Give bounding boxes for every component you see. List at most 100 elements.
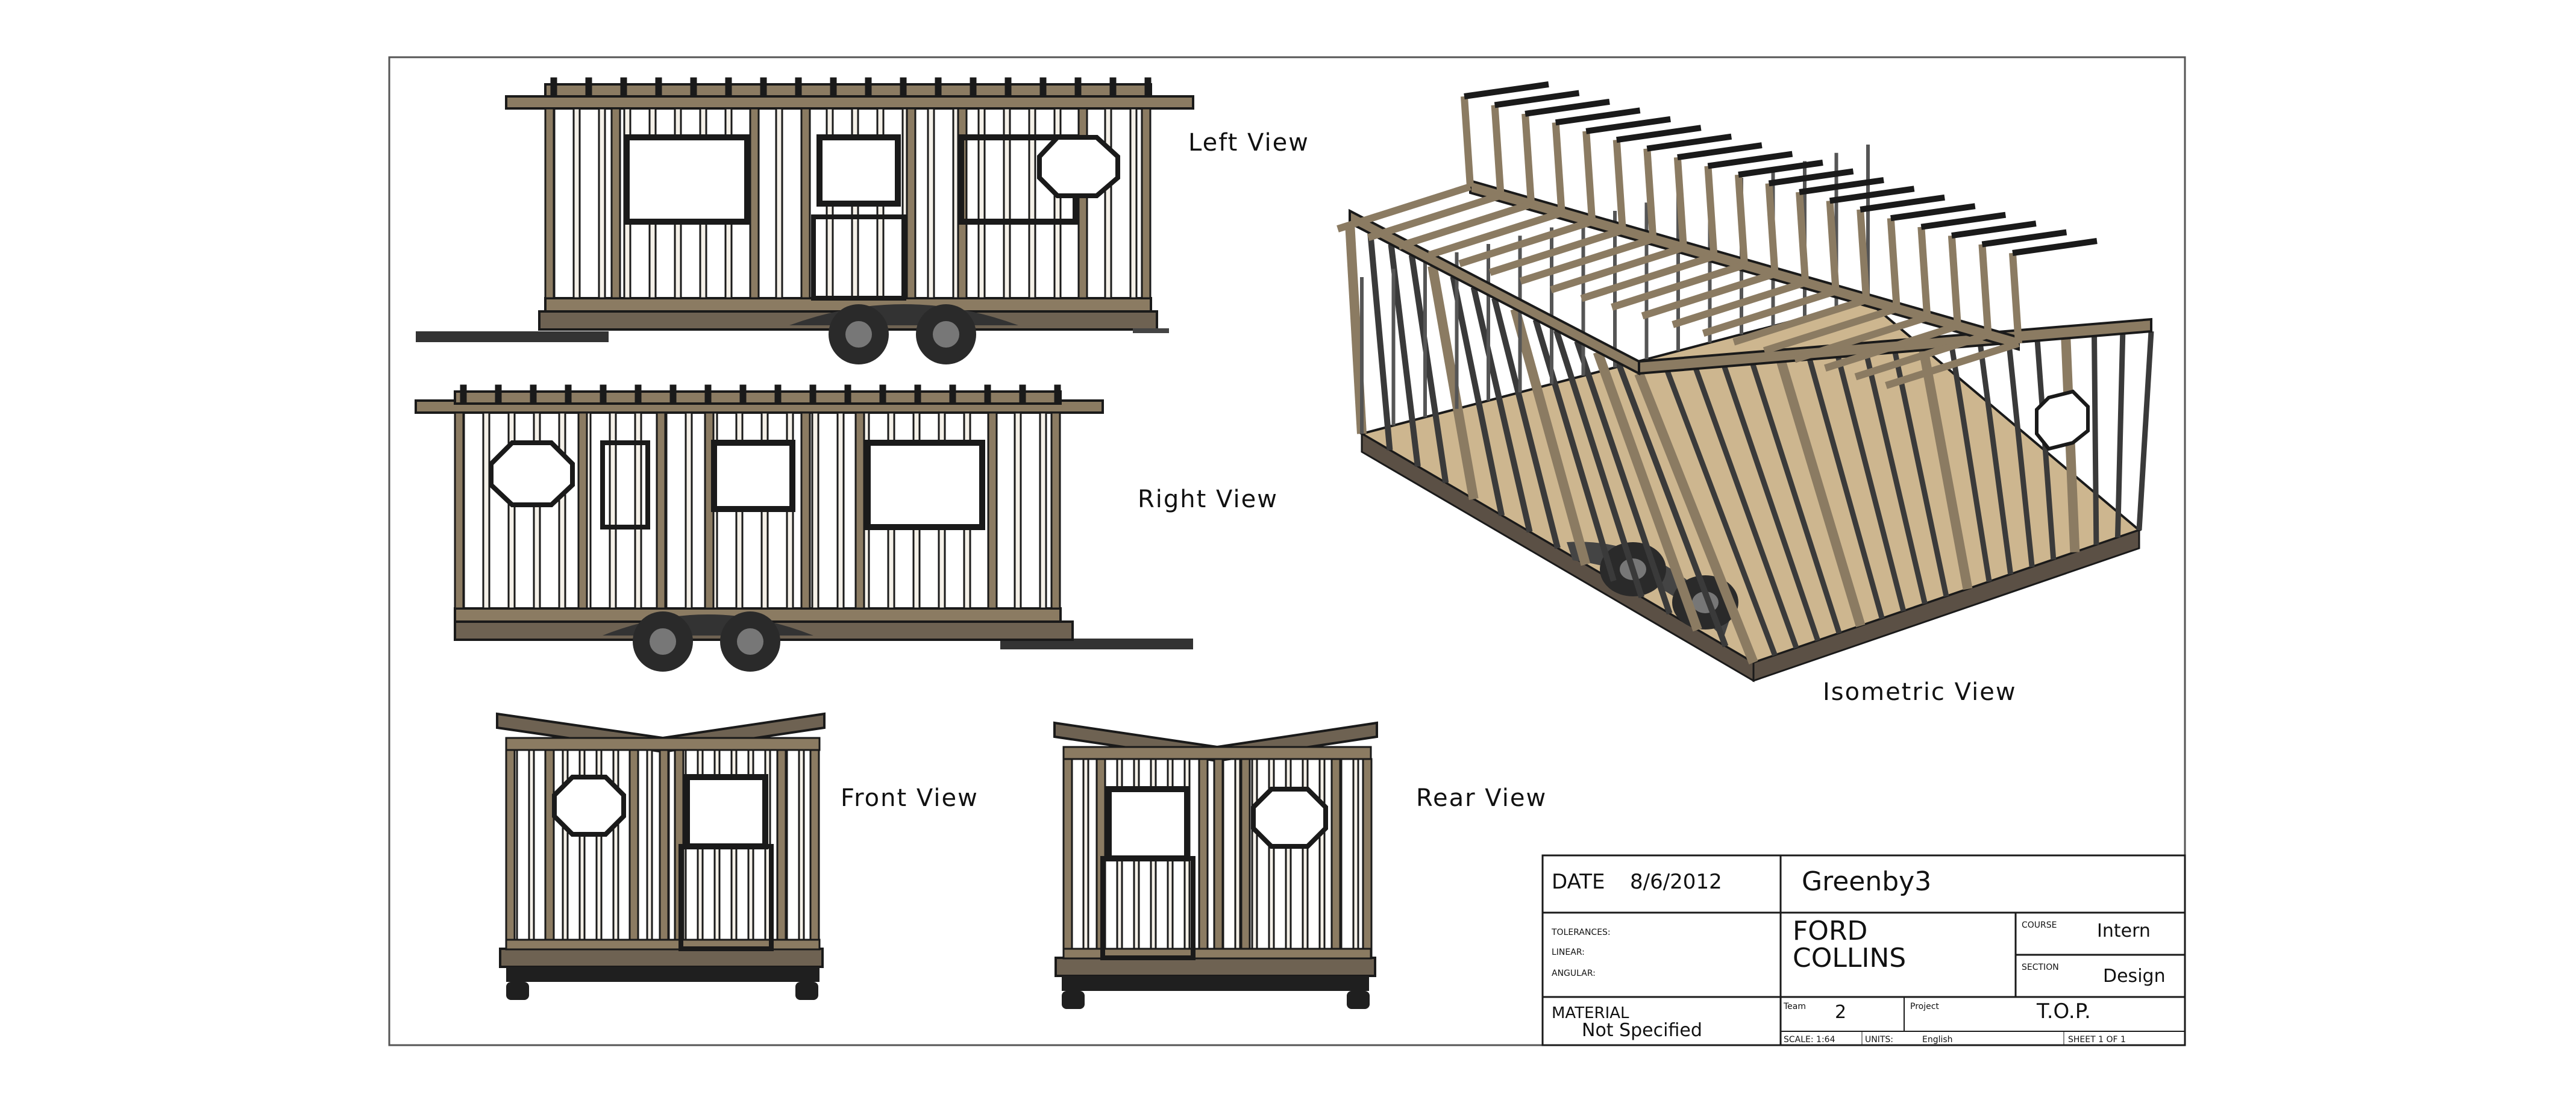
framing-member bbox=[1053, 107, 1062, 299]
material-value: Not Specified bbox=[1582, 1020, 1702, 1041]
framing-member bbox=[572, 107, 581, 299]
project-label: Project bbox=[1910, 1002, 1939, 1011]
framing-member bbox=[1854, 331, 1990, 381]
framing-member bbox=[505, 749, 516, 950]
framing-member bbox=[900, 77, 907, 98]
framing-member bbox=[1580, 252, 1716, 302]
framing-member bbox=[987, 411, 998, 610]
framing-member bbox=[811, 411, 819, 610]
framing-member bbox=[1521, 113, 1535, 205]
framing-member bbox=[659, 749, 669, 950]
framing-member bbox=[598, 107, 606, 299]
framing-member bbox=[610, 107, 621, 299]
linear-label: LINEAR: bbox=[1552, 948, 1585, 957]
framing-member bbox=[854, 411, 865, 610]
team-value: 2 bbox=[1835, 1002, 1846, 1023]
framing-member bbox=[1234, 758, 1241, 959]
framing-member bbox=[1352, 758, 1359, 959]
framing-member bbox=[1388, 244, 1421, 467]
framing-member bbox=[1920, 211, 2007, 230]
framing-member bbox=[1574, 340, 1673, 615]
right-view-drawing bbox=[415, 384, 1193, 672]
tolerances-label: TOLERANCES: bbox=[1551, 928, 1611, 937]
framing-member bbox=[1677, 142, 1763, 161]
framing-member bbox=[1799, 177, 1884, 195]
framing-member bbox=[1397, 201, 1532, 250]
framing-member bbox=[1240, 758, 1251, 959]
framing-member bbox=[1646, 133, 1732, 152]
framing-member bbox=[2061, 338, 2080, 553]
framing-member bbox=[1550, 244, 1685, 293]
framing-member bbox=[533, 411, 541, 610]
date-label: DATE bbox=[1552, 870, 1605, 894]
framing-member bbox=[1003, 107, 1011, 299]
framing-member bbox=[1408, 254, 1449, 484]
framing-member bbox=[935, 77, 942, 98]
framing-member bbox=[809, 384, 816, 405]
framing-member bbox=[1427, 265, 1479, 500]
framing-member bbox=[1251, 758, 1258, 959]
framing-member bbox=[620, 77, 627, 98]
framing-member bbox=[669, 384, 677, 405]
framing-member bbox=[600, 384, 607, 405]
framing-member bbox=[1857, 209, 1870, 301]
framing-member bbox=[1362, 758, 1373, 959]
section-label: SECTION bbox=[2022, 963, 2059, 972]
left-view-drawing bbox=[416, 77, 1194, 364]
scale-label: SCALE: 1:64 bbox=[1784, 1035, 1835, 1045]
rear-view-label: Rear View bbox=[1416, 784, 1547, 812]
framing-member bbox=[906, 107, 917, 299]
framing-member bbox=[774, 384, 782, 405]
framing-member bbox=[507, 411, 516, 610]
framing-member bbox=[800, 107, 811, 299]
framing-member bbox=[1062, 758, 1073, 959]
framing-member bbox=[1885, 340, 2020, 389]
framing-member bbox=[1612, 139, 1626, 231]
framing-member bbox=[1109, 77, 1117, 98]
framing-member bbox=[798, 749, 805, 950]
framing-member bbox=[2012, 238, 2098, 256]
section-value: Design bbox=[2103, 966, 2166, 987]
framing-member bbox=[1615, 361, 1729, 648]
angular-label: ANGULAR: bbox=[1552, 969, 1596, 978]
framing-member bbox=[1074, 77, 1082, 98]
framing-member bbox=[2006, 342, 2035, 567]
framing-member bbox=[1555, 107, 1641, 126]
framing-member bbox=[1532, 319, 1617, 582]
framing-member bbox=[844, 384, 851, 405]
framing-member bbox=[1826, 200, 1840, 292]
framing-member bbox=[775, 107, 783, 299]
framing-member bbox=[460, 384, 467, 405]
framing-member bbox=[1519, 235, 1655, 285]
framing-member bbox=[1461, 96, 1474, 187]
framing-member bbox=[495, 384, 502, 405]
framing-member bbox=[1949, 347, 1992, 583]
framing-member bbox=[482, 411, 490, 610]
framing-member bbox=[1337, 183, 1471, 233]
framing-member bbox=[655, 77, 662, 98]
framing-member bbox=[879, 384, 886, 405]
framing-member bbox=[865, 77, 872, 98]
framing-member bbox=[795, 77, 802, 98]
framing-member bbox=[1004, 77, 1012, 98]
framing-member bbox=[739, 384, 747, 405]
framing-member bbox=[1491, 105, 1505, 196]
framing-member bbox=[1978, 345, 2014, 575]
framing-member bbox=[970, 77, 977, 98]
framing-member bbox=[530, 384, 537, 405]
framing-member bbox=[830, 77, 837, 98]
framing-member bbox=[1978, 244, 1992, 335]
isometric-view-label: Isometric View bbox=[1823, 678, 2017, 706]
framing-member bbox=[1616, 125, 1702, 143]
framing-member bbox=[1458, 218, 1594, 267]
framing-member bbox=[2034, 340, 2057, 560]
framing-member bbox=[628, 749, 639, 950]
framing-member bbox=[565, 384, 572, 405]
sheet-label: SHEET 1 OF 1 bbox=[2068, 1035, 2126, 1045]
framing-member bbox=[1948, 235, 1961, 326]
framing-member bbox=[1611, 261, 1746, 311]
framing-member bbox=[1702, 287, 1837, 337]
framing-member bbox=[609, 411, 617, 610]
framing-member bbox=[914, 384, 921, 405]
